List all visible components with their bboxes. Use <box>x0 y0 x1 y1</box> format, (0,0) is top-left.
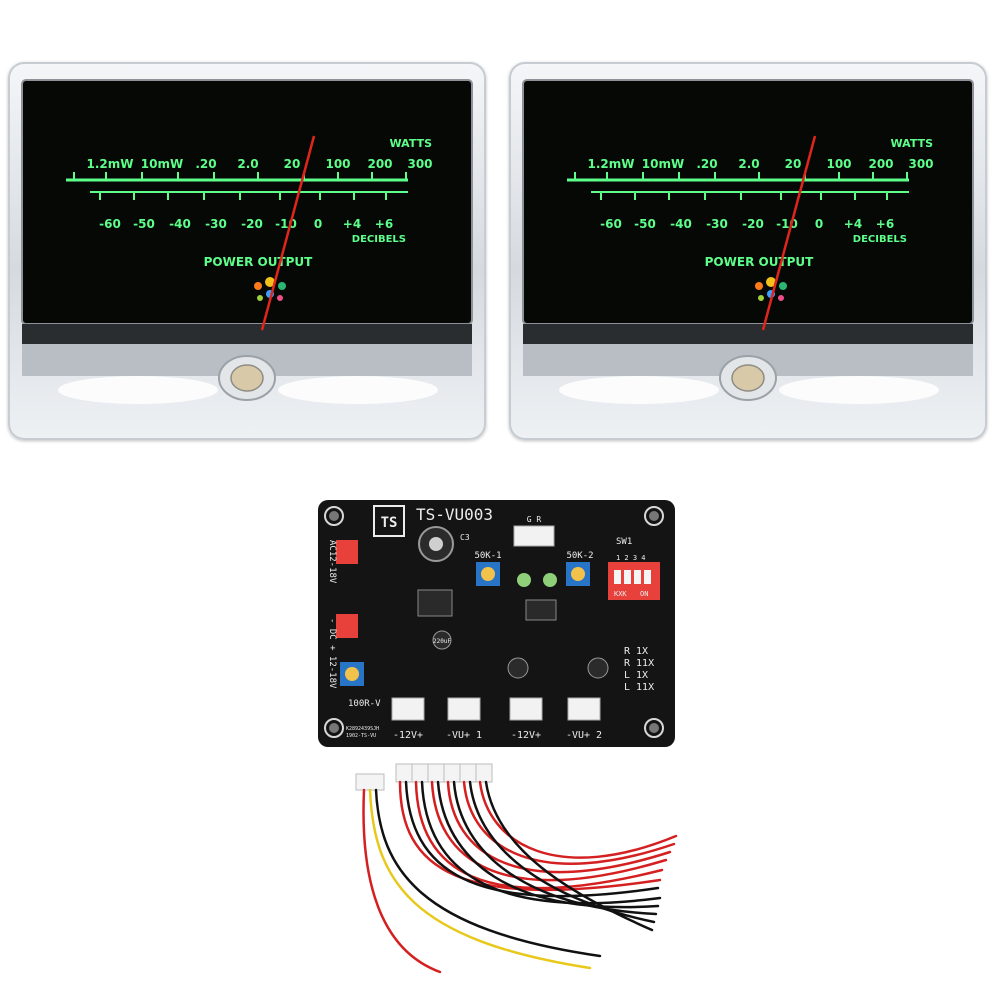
db-tick: -30 <box>706 217 728 231</box>
needle-red <box>761 135 817 331</box>
needle-red <box>260 135 316 331</box>
db-tick: -20 <box>742 217 764 231</box>
board-code-2: 1902-TS-VU <box>346 733 376 739</box>
connector-vu-1: -VU+ 1 <box>446 730 482 741</box>
ts-logo: TS <box>381 515 398 531</box>
watts-tick: 300 <box>908 157 933 171</box>
db-tick: -40 <box>670 217 692 231</box>
watts-tick: 10mW <box>141 157 183 171</box>
watts-tick: .20 <box>696 157 717 171</box>
decibels-label: DECIBELS <box>352 234 406 245</box>
power-output-label: POWER OUTPUT <box>705 255 815 269</box>
connector-vu-2: -VU+ 2 <box>566 730 602 741</box>
cap-label: 220uF <box>433 638 451 645</box>
watts-tick: 1.2mW <box>588 157 635 171</box>
db-tick: +6 <box>876 217 894 231</box>
connector-12v-1: -12V+ <box>393 730 423 741</box>
pot-100r-label: 100R-V <box>348 699 381 709</box>
watts-tick: 20 <box>284 157 301 171</box>
vu-driver-board: TS TS-VU003 G R C3 SW1 1 2 3 4 KXK ON AC… <box>318 500 675 747</box>
vu-meter-left-face: WATTS 1.2mW 10mW .20 2.0 20 100 200 300 … <box>21 79 473 404</box>
ts-logo-icon <box>373 505 405 537</box>
c3-label: C3 <box>460 533 470 542</box>
pot-50k-1-label: 50K-1 <box>474 551 501 561</box>
sw-numbers: 1 2 3 4 <box>616 554 646 562</box>
watts-tick: 2.0 <box>237 157 258 171</box>
db-tick: -60 <box>600 217 622 231</box>
watts-label: WATTS <box>390 137 433 150</box>
gr-label: G R <box>527 515 542 524</box>
gain-r-1x: R 1X <box>624 646 648 657</box>
gain-l-11x: L 11X <box>624 682 654 693</box>
db-tick: -50 <box>133 217 155 231</box>
watts-tick: 100 <box>826 157 851 171</box>
db-tick: +4 <box>844 217 862 231</box>
db-tick: +6 <box>375 217 393 231</box>
flower-logo-icon <box>254 277 286 301</box>
watts-tick: 200 <box>367 157 392 171</box>
watts-tick: 300 <box>407 157 432 171</box>
sw-kxk: KXK <box>614 590 627 598</box>
db-tick: -60 <box>99 217 121 231</box>
decibels-label: DECIBELS <box>853 234 907 245</box>
board-model: TS-VU003 <box>416 505 493 524</box>
watts-tick: 100 <box>325 157 350 171</box>
watts-tick: 1.2mW <box>87 157 134 171</box>
db-tick: 0 <box>815 217 823 231</box>
connector-plug-small <box>355 773 385 791</box>
db-tick: -50 <box>634 217 656 231</box>
power-output-label: POWER OUTPUT <box>204 255 314 269</box>
pcb-drawing: TS TS-VU003 G R C3 SW1 1 2 3 4 KXK ON AC… <box>318 500 675 747</box>
db-tick: 0 <box>314 217 322 231</box>
gain-r-11x: R 11X <box>624 658 654 669</box>
dc-label: - DC + 12-18V <box>327 618 337 689</box>
connector-12v-2: -12V+ <box>511 730 541 741</box>
wire-harness <box>340 760 690 990</box>
watts-tick: .20 <box>195 157 216 171</box>
db-tick: -20 <box>241 217 263 231</box>
db-tick: -10 <box>776 217 798 231</box>
watts-label: WATTS <box>891 137 934 150</box>
vu-meter-right-face: WATTS 1.2mW 10mW .20 2.0 20 100 200 300 … <box>522 79 974 404</box>
ac-label: AC12-18V <box>327 540 337 584</box>
wire-harness-drawing <box>355 763 678 974</box>
board-code-1: K2892439SJH <box>346 726 379 732</box>
vu-meter-right: WATTS 1.2mW 10mW .20 2.0 20 100 200 300 … <box>509 62 987 440</box>
watts-tick: 2.0 <box>738 157 759 171</box>
db-tick: +4 <box>343 217 361 231</box>
watts-tick: 20 <box>785 157 802 171</box>
db-tick: -40 <box>169 217 191 231</box>
flower-logo-icon <box>755 277 787 301</box>
sw1-label: SW1 <box>616 537 632 547</box>
watts-tick: 200 <box>868 157 893 171</box>
db-tick: -30 <box>205 217 227 231</box>
gain-l-1x: L 1X <box>624 670 648 681</box>
watts-tick: 10mW <box>642 157 684 171</box>
sw-on: ON <box>640 590 648 598</box>
db-tick: -10 <box>275 217 297 231</box>
vu-meter-left: WATTS 1.2mW 10mW .20 2.0 20 100 200 300 … <box>8 62 486 440</box>
pot-50k-2-label: 50K-2 <box>566 551 593 561</box>
